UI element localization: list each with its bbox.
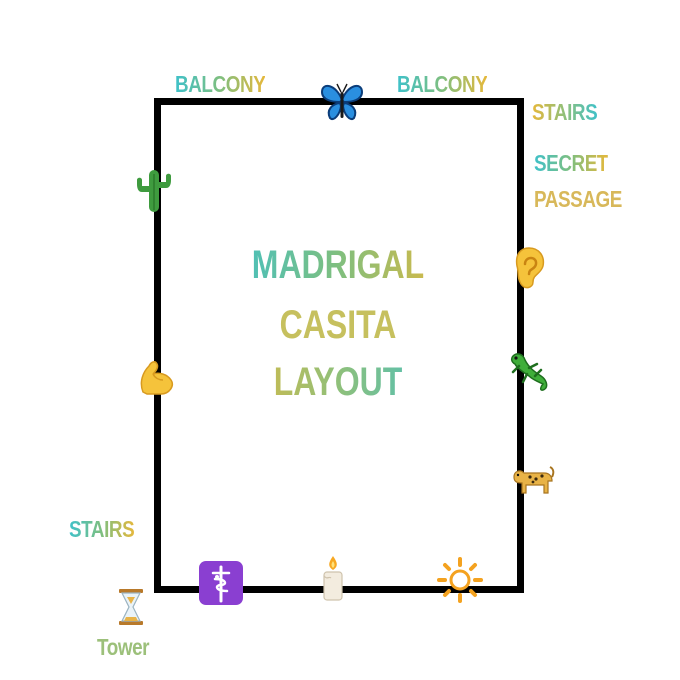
secret-passage-label-line1: SECRET — [534, 150, 609, 176]
ear-icon — [505, 244, 553, 292]
hourglass-icon — [107, 583, 155, 631]
flexed-biceps-icon — [133, 352, 181, 400]
butterfly-icon — [318, 78, 366, 126]
cactus-icon — [130, 166, 178, 214]
balcony-left-label: BALCONY — [175, 71, 266, 97]
secret-passage-label-line2: PASSAGE — [534, 186, 622, 212]
balcony-right-label: BALCONY — [397, 71, 488, 97]
title-line-2: CASITA — [279, 303, 397, 347]
title-line-3: LAYOUT — [218, 362, 458, 402]
lizard-icon — [505, 346, 553, 394]
leopard-icon — [508, 455, 556, 503]
sun-icon — [436, 556, 484, 604]
candle-icon — [309, 554, 357, 602]
stairs-bottom-label: STAIRS — [69, 516, 135, 542]
title-line-1: MADRIGAL — [218, 245, 458, 285]
tower-label: Tower — [97, 634, 150, 660]
stairs-top-label: STAIRS — [532, 99, 598, 125]
medical-symbol-icon — [197, 559, 245, 607]
